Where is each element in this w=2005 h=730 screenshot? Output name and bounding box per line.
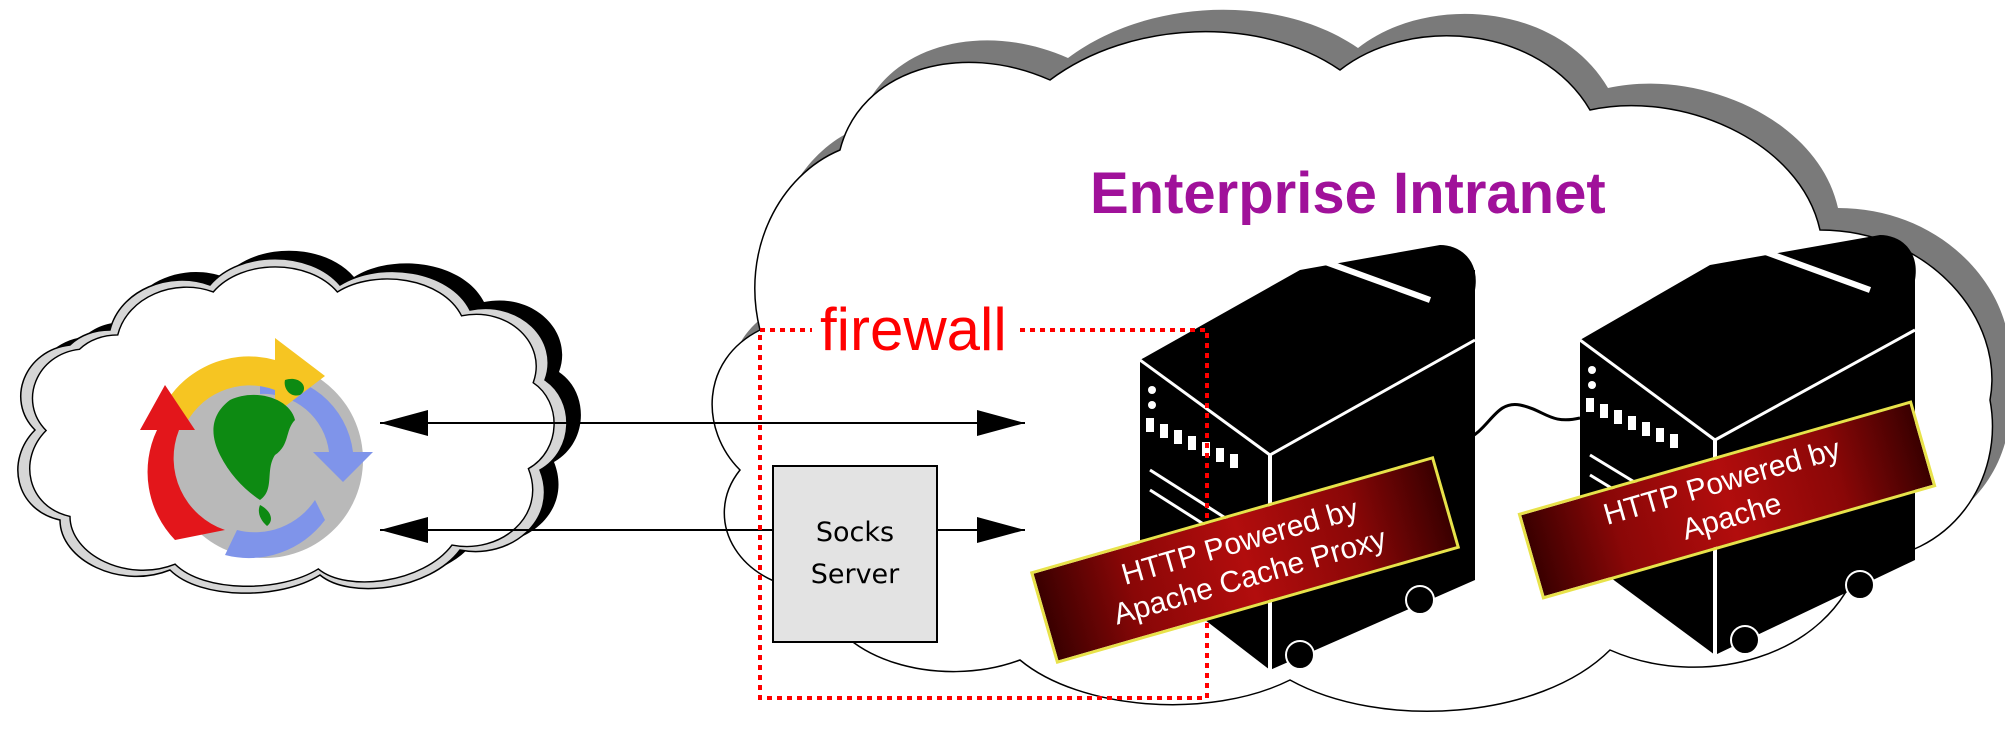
server-link-cable bbox=[1464, 402, 1581, 442]
socks-server-label-line2: Server bbox=[810, 559, 900, 590]
globe-with-refresh-arrows-icon bbox=[140, 338, 373, 559]
socks-server-box: Socks Server bbox=[772, 465, 938, 643]
socks-server-label-line1: Socks bbox=[815, 517, 895, 548]
firewall-label: firewall bbox=[812, 292, 1015, 368]
enterprise-intranet-title: Enterprise Intranet bbox=[1090, 161, 1606, 226]
connection-arrows bbox=[380, 410, 1025, 543]
